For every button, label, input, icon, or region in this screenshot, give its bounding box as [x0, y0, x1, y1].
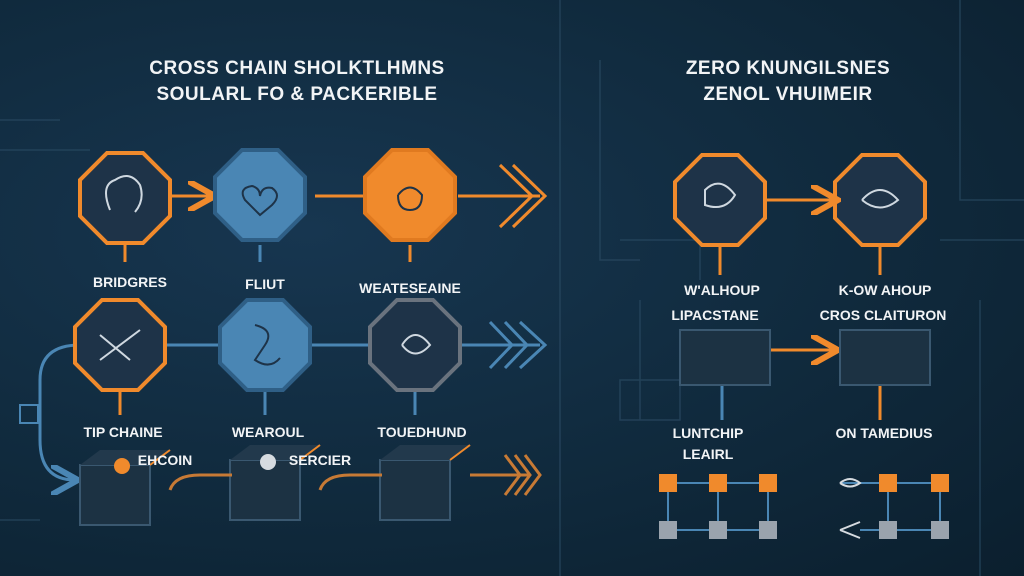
arrow-head-orange-icon — [511, 163, 548, 229]
row1-connectors — [123, 163, 548, 262]
bug-glyph-icon — [401, 334, 432, 355]
chain-glyph-icon — [253, 324, 281, 366]
arrow-head-brown-icon — [503, 454, 542, 496]
right-title-line1: ZERO KNUNGILSNES — [685, 58, 891, 79]
face-glyph-icon — [397, 186, 424, 212]
walhoup-node-icon — [673, 153, 767, 247]
grid-node-orange — [759, 474, 777, 492]
label-kow-ahoup: K-OW AHOUP — [838, 282, 932, 298]
lipacstane-box-icon — [679, 329, 771, 386]
bridges-node-icon — [78, 151, 172, 245]
grid-node-orange — [659, 474, 677, 492]
grid-node-gray — [709, 521, 727, 539]
label-tip-chaine: TIP CHAINE — [83, 424, 163, 440]
sercier-box-icon — [229, 444, 321, 521]
burst-orange-icon — [114, 458, 130, 474]
left-title-line1: CROSS CHAIN SHOLKTLHMNS — [149, 58, 445, 79]
cros-claituron-box-icon — [839, 329, 931, 386]
label-touedhund: TOUEDHUND — [377, 424, 467, 440]
label-ehcoin: EHCOIN — [137, 452, 193, 468]
label-bridges: BRIDGRES — [93, 274, 167, 290]
key-icon — [839, 478, 862, 488]
octagon-nodes — [73, 148, 927, 392]
heart-glyph-icon — [241, 184, 278, 217]
grid-node-orange — [931, 474, 949, 492]
grid-node-orange — [879, 474, 897, 492]
third-box-icon — [379, 444, 471, 521]
label-sercier: SERCIER — [288, 452, 352, 468]
key-icon — [839, 521, 861, 539]
touedhund-node-icon — [368, 298, 462, 392]
grid-node-orange — [709, 474, 727, 492]
gear-icon — [260, 454, 276, 470]
left-title-line2: SOULARL FO & PACKERIBLE — [156, 84, 438, 105]
label-walhoup: W'ALHOUP — [684, 282, 760, 298]
label-luntchip: LUNTCHIP — [672, 425, 744, 441]
row2-connectors — [38, 320, 548, 480]
label-cros-claituron: CROS CLAITURON — [819, 307, 947, 323]
grid-node-gray — [759, 521, 777, 539]
server-boxes — [79, 329, 931, 526]
grid-node-gray — [879, 521, 897, 539]
label-fliut: FLIUT — [245, 276, 285, 292]
grid-node-gray — [659, 521, 677, 539]
label-weateseaine: WEATESEAINE — [359, 280, 461, 296]
label-lipacstane: LIPACSTANE — [671, 307, 759, 323]
loop-glyph-icon — [861, 189, 900, 209]
right-title-line2: ZENOL VHUIMEIR — [703, 84, 873, 105]
arrow-head-blue-icon — [488, 320, 548, 370]
small-node-icon — [19, 404, 39, 424]
label-wearoul: WEAROUL — [231, 424, 305, 440]
label-on-tamedius: ON TAMEDIUS — [835, 425, 933, 441]
kow-ahoup-node-icon — [833, 153, 927, 247]
weateseaine-node-icon — [363, 148, 457, 242]
grid-node-gray — [931, 521, 949, 539]
label-leairl: LEAIRL — [682, 446, 734, 462]
hammer-glyph-icon — [99, 329, 141, 361]
diamond-glyph-icon — [704, 182, 737, 208]
ehcoin-box-icon — [79, 449, 171, 526]
hand-glyph-icon — [105, 175, 143, 213]
